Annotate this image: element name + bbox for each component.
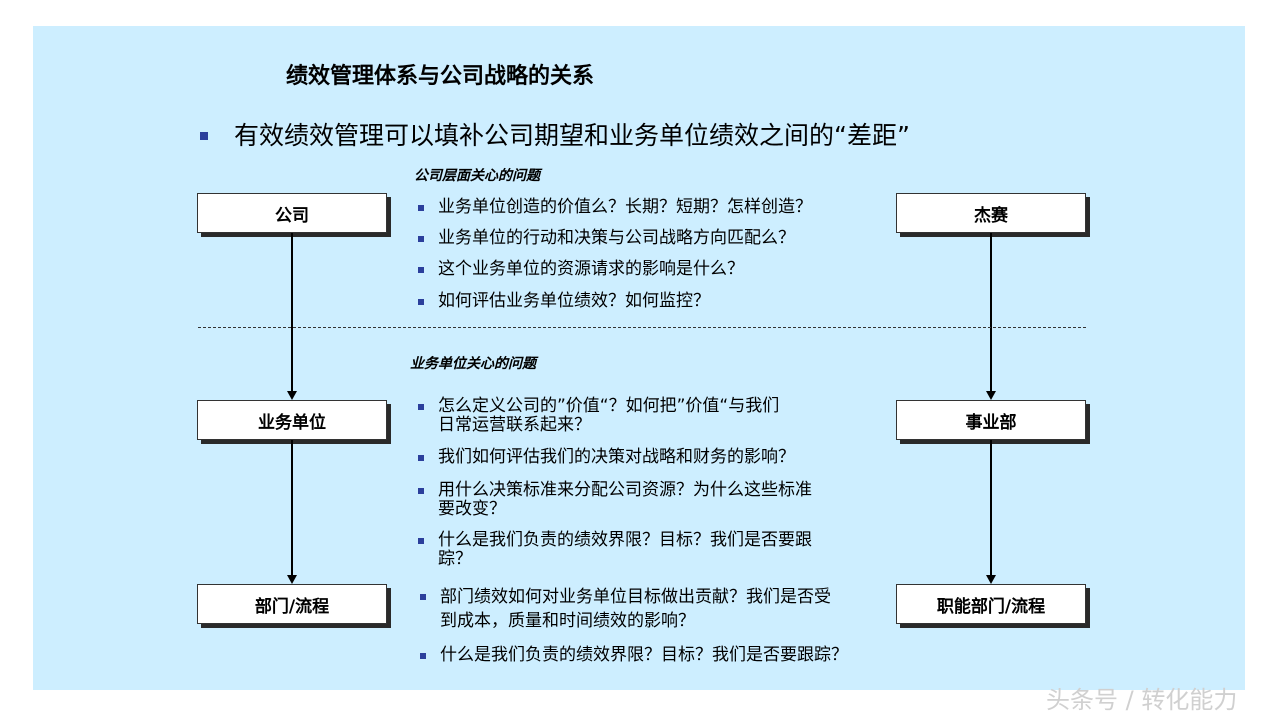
box-division: 事业部 (896, 400, 1086, 440)
bullet-square-icon (418, 236, 424, 242)
connector-line (291, 233, 293, 391)
question-item: 部门绩效如何对业务单位目标做出贡献？我们是否受到成本，质量和时间绩效的影响？ (420, 585, 831, 633)
connector-line (990, 233, 992, 391)
slide-background (33, 26, 1245, 690)
box-company: 公司 (197, 193, 387, 233)
question-item: 什么是我们负责的绩效界限？目标？我们是否要跟踪？ (418, 531, 812, 569)
bullet-square-icon (420, 594, 426, 600)
question-item: 如何评估业务单位绩效？如何监控？ (418, 292, 710, 311)
section-label-unit: 业务单位关心的问题 (410, 356, 536, 372)
bullet-square-icon (418, 299, 424, 305)
bullet-square-icon (418, 267, 424, 273)
connector-line (291, 440, 293, 575)
bullet-square-icon (418, 404, 424, 410)
bullet-square-icon (418, 455, 424, 461)
arrow-down-icon (287, 391, 297, 400)
arrow-down-icon (986, 575, 996, 584)
section-label-company: 公司层面关心的问题 (414, 168, 540, 184)
bullet-square-icon (420, 653, 426, 659)
subtitle: 有效绩效管理可以填补公司期望和业务单位绩效之间的“差距” (234, 121, 910, 150)
bullet-square-icon (418, 538, 424, 544)
section-divider (198, 327, 1086, 328)
bullet-square-icon (418, 488, 424, 494)
arrow-down-icon (287, 575, 297, 584)
page-title: 绩效管理体系与公司战略的关系 (286, 64, 595, 89)
watermark: 头条号 / 转化能力 (1046, 686, 1238, 714)
box-business-unit: 业务单位 (197, 400, 387, 440)
box-jiesai: 杰赛 (896, 193, 1086, 233)
arrow-down-icon (986, 391, 996, 400)
connector-line (990, 440, 992, 575)
question-item: 业务单位创造的价值么？长期？短期？怎样创造？ (418, 198, 812, 217)
question-item: 业务单位的行动和决策与公司战略方向匹配么？ (418, 229, 795, 248)
bullet-square-icon (418, 205, 424, 211)
bullet-square-icon (200, 132, 208, 140)
question-item: 我们如何评估我们的决策对战略和财务的影响？ (418, 448, 795, 467)
question-item: 什么是我们负责的绩效界限？目标？我们是否要跟踪？ (420, 646, 848, 665)
question-item: 怎么定义公司的”价值“？如何把”价值“与我们日常运营联系起来？ (418, 397, 779, 435)
question-item: 用什么决策标准来分配公司资源？为什么这些标准要改变？ (418, 481, 812, 519)
box-functional-department: 职能部门/流程 (896, 584, 1086, 624)
box-department-process: 部门/流程 (197, 584, 387, 624)
question-item: 这个业务单位的资源请求的影响是什么？ (418, 260, 744, 279)
